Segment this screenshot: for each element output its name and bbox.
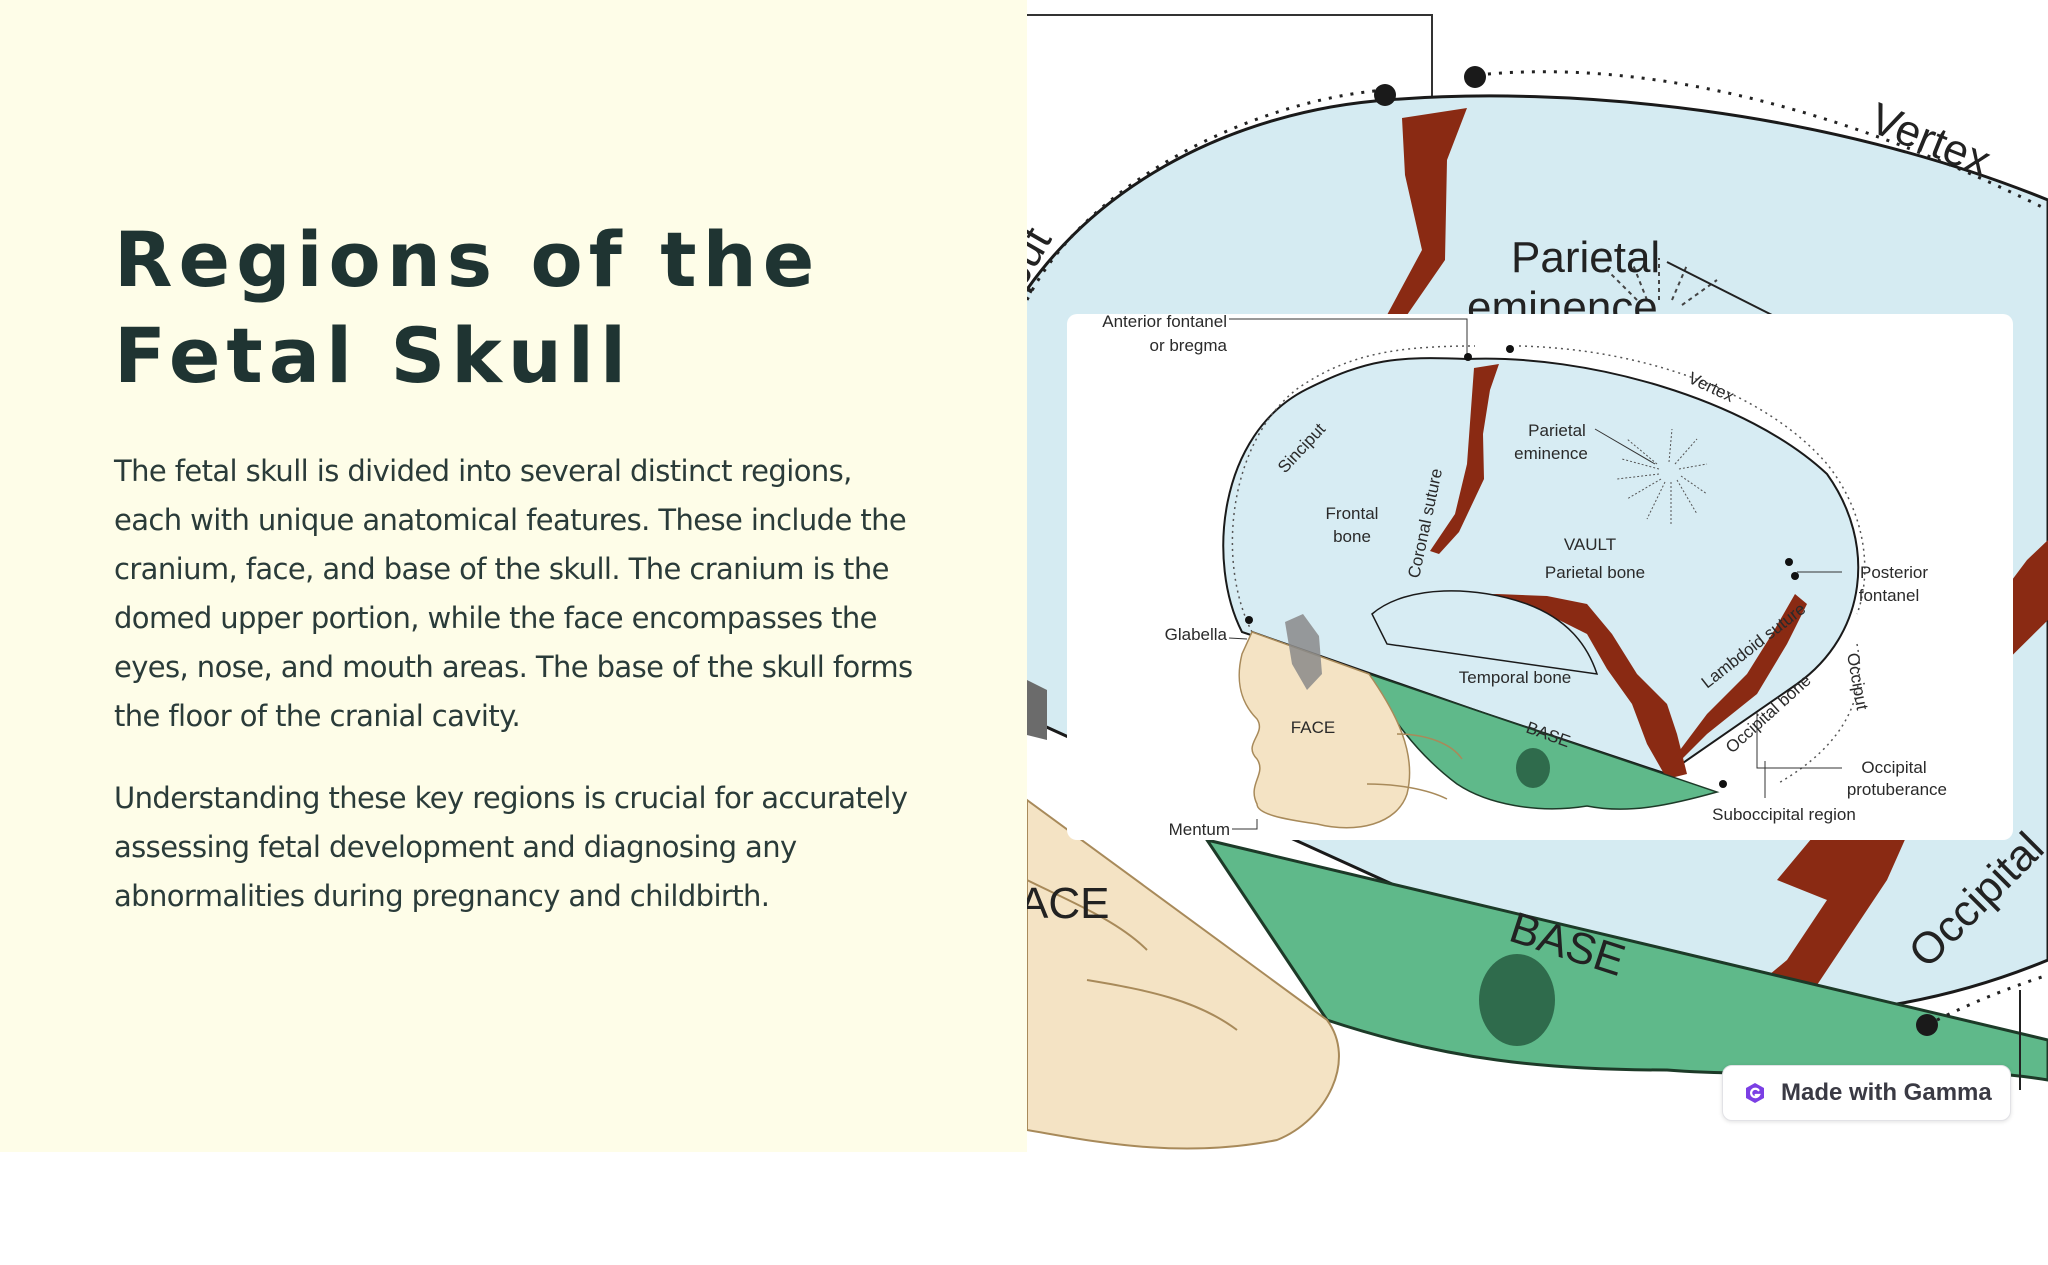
label-posterior: Posterior <box>1860 563 1928 582</box>
label-vault: VAULT <box>1564 535 1616 554</box>
slide-title: Regions of the Fetal Skull <box>114 215 821 400</box>
label-suboccipital-region: Suboccipital region <box>1712 805 1856 824</box>
label-face: FACE <box>1291 718 1335 737</box>
skull-diagram: Anterior fontanel or bregma Vertex Sinci… <box>1067 314 2013 840</box>
gamma-logo-icon <box>1746 1083 1764 1103</box>
label-parietal-bone: Parietal bone <box>1545 563 1645 582</box>
label-occiput: Occiput <box>1843 651 1872 711</box>
label-protuberance: protuberance <box>1847 780 1947 799</box>
label-mentum: Mentum <box>1169 820 1230 839</box>
label-bone: bone <box>1333 527 1371 546</box>
skull-diagram-svg: Anterior fontanel or bregma Vertex Sinci… <box>1102 314 1947 839</box>
label-parietal: Parietal <box>1528 421 1586 440</box>
label-frontal: Frontal <box>1326 504 1379 523</box>
body-paragraph-2: Understanding these key regions is cruci… <box>114 781 908 913</box>
label-anterior-fontanel: Anterior fontanel <box>1102 314 1227 331</box>
bg-label-face: ACE <box>1027 879 1109 928</box>
text-panel: Regions of the Fetal Skull The fetal sku… <box>0 0 1027 1152</box>
label-bregma: or bregma <box>1150 336 1228 355</box>
body-paragraph-1: The fetal skull is divided into several … <box>114 454 913 733</box>
label-glabella: Glabella <box>1165 625 1228 644</box>
made-with-gamma-badge[interactable]: Made with Gamma <box>1722 1065 2011 1121</box>
slide: Regions of the Fetal Skull The fetal sku… <box>0 0 2048 1152</box>
label-fontanel: fontanel <box>1859 586 1920 605</box>
label-eminence: eminence <box>1514 444 1588 463</box>
label-occipital: Occipital <box>1861 758 1926 777</box>
badge-label: Made with Gamma <box>1781 1079 1992 1106</box>
label-temporal-bone: Temporal bone <box>1459 668 1571 687</box>
page-bottom-margin <box>0 1152 2048 1265</box>
bg-label-parietal: Parietal <box>1511 233 1660 282</box>
image-panel: Vertex Parietal eminence iput ACE BASE O… <box>1027 0 2048 1152</box>
